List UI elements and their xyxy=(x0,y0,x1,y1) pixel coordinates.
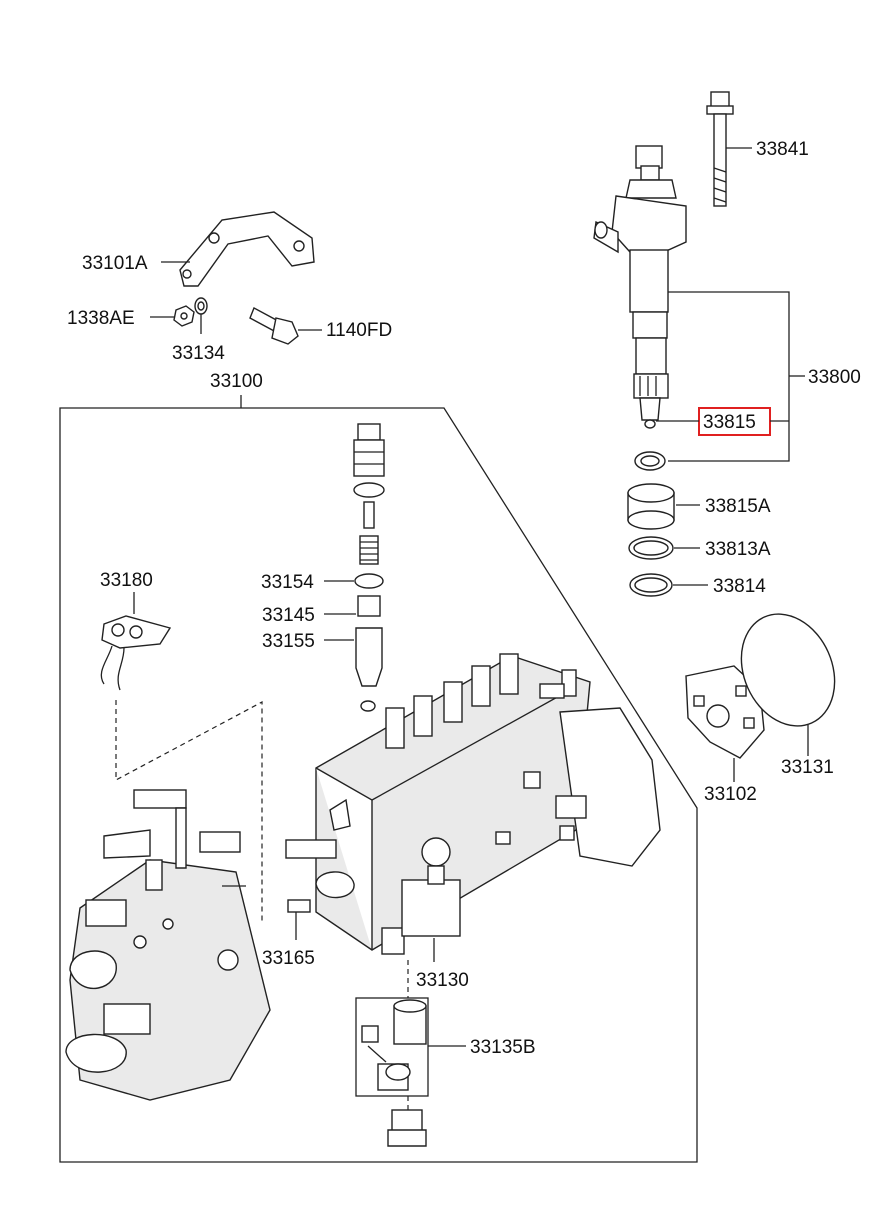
label-33180: 33180 xyxy=(100,570,153,591)
governor-housing xyxy=(65,789,271,1101)
oring-33131 xyxy=(740,613,836,756)
label-33101A: 33101A xyxy=(82,253,148,274)
label-1140FD: 1140FD xyxy=(326,320,392,341)
label-33800: 33800 xyxy=(808,367,861,388)
label-33841: 33841 xyxy=(756,139,809,160)
coupling-33102 xyxy=(685,665,765,782)
sleeve-33815A xyxy=(627,483,700,530)
ring-33813A xyxy=(628,536,700,560)
label-33154: 33154 xyxy=(261,572,314,593)
nut-1338AE xyxy=(150,305,195,327)
delivery-valve-stack xyxy=(324,423,385,712)
pump-assembly-frame xyxy=(59,395,698,1163)
check-valve-kit-33135B xyxy=(355,960,466,1147)
label-33815: 33815 xyxy=(703,412,756,433)
label-33102: 33102 xyxy=(704,784,757,805)
bolt-33841 xyxy=(706,91,752,207)
injector-assembly xyxy=(593,145,805,462)
injection-pump-body xyxy=(285,653,661,962)
label-33814: 33814 xyxy=(713,576,766,597)
label-1338AE: 1338AE xyxy=(67,308,135,329)
bolt-1140FD xyxy=(249,307,322,345)
label-33145: 33145 xyxy=(262,605,315,626)
label-33130: 33130 xyxy=(416,970,469,991)
ring-33814 xyxy=(629,573,708,597)
label-33155: 33155 xyxy=(262,631,315,652)
label-33813A: 33813A xyxy=(705,539,771,560)
label-33131: 33131 xyxy=(781,757,834,778)
label-33100: 33100 xyxy=(210,371,263,392)
label-33815A: 33815A xyxy=(705,496,771,517)
bracket-33101A xyxy=(161,211,315,287)
seal-ring-lower xyxy=(634,451,666,471)
label-33165: 33165 xyxy=(262,948,315,969)
label-33134: 33134 xyxy=(172,343,225,364)
washer-33134 xyxy=(194,297,208,334)
label-33135B: 33135B xyxy=(470,1037,536,1058)
sensor-33180 xyxy=(100,592,263,922)
